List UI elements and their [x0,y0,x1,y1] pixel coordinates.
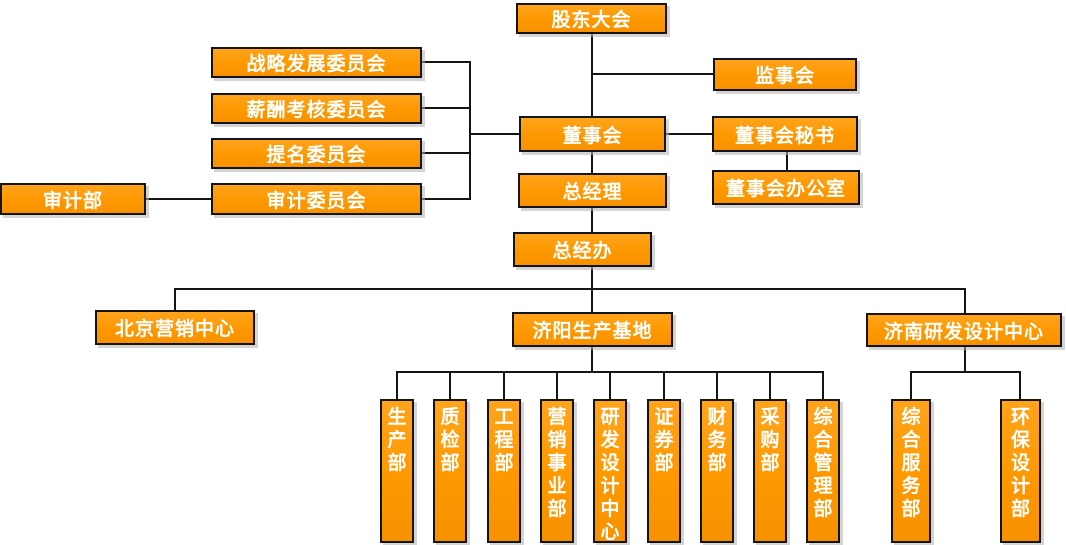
node-rd-design-center-dept: 研发设计中心 [593,399,627,543]
connector-drop-rd-design [609,372,611,399]
connector-auditdept-auditcommittee [146,198,211,200]
node-quality-dept: 质检部 [433,399,467,543]
node-jiyang-production-base: 济阳生产基地 [512,312,673,347]
connector-drop-jiyang [591,289,593,312]
node-engineering-dept: 工程部 [487,399,521,543]
connector-drop-beijing [174,289,176,310]
node-nomination-committee: 提名委员会 [211,138,422,169]
connector-drop-env-design [1019,372,1021,399]
connector-jinan-children-bus [910,371,1021,373]
node-gm-office: 总经办 [513,232,652,267]
connector-drop-jinan [964,289,966,313]
connector-jiyang-children-bus [396,371,824,373]
node-marketing-division: 营销事业部 [540,399,574,543]
connector-drop-production [396,372,398,399]
connector-spine-supervisory [592,73,713,75]
connector-drop-quality [449,372,451,399]
connector-drop-securities [663,372,665,399]
node-jinan-rd-design-center: 济南研发设计中心 [866,313,1062,347]
node-general-service-dept: 综合服务部 [891,399,931,543]
connector-drop-marketing-division [556,372,558,399]
node-audit-dept: 审计部 [0,183,146,215]
connector-jiyang-childline [591,347,593,372]
node-board-secretary: 董事会秘书 [712,116,858,152]
connector-strategy-bus [422,61,469,63]
connector-board-secretary [666,133,712,135]
node-general-manager: 总经理 [518,173,667,208]
connector-drop-finance [716,372,718,399]
node-audit-committee: 审计委员会 [211,183,422,215]
connector-drop-general-mgmt [822,372,824,399]
node-board-office: 董事会办公室 [712,170,860,205]
node-securities-dept: 证券部 [647,399,681,543]
node-finance-dept: 财务部 [700,399,734,543]
node-general-mgmt-dept: 综合管理部 [806,399,840,543]
node-shareholders-meeting: 股东大会 [516,3,667,34]
connector-gm-gmoffice [591,208,593,232]
node-procurement-dept: 采购部 [753,399,787,543]
connector-drop-engineering [503,372,505,399]
node-beijing-marketing-center: 北京营销中心 [95,310,255,345]
connector-shareholders-board [591,34,593,116]
node-remuneration-committee: 薪酬考核委员会 [211,93,422,124]
connector-secretary-boardoffice [786,152,788,170]
connector-bus-board [471,133,519,135]
node-env-design-dept: 环保设计部 [1000,399,1041,543]
node-production-dept: 生产部 [380,399,414,543]
connector-board-gm [591,152,593,173]
connector-gmoffice-branchline [591,267,593,289]
connector-nomination-bus [422,152,469,154]
connector-drop-general-service [910,372,912,399]
connector-committees-bus [469,61,471,200]
node-board-of-directors: 董事会 [519,116,666,152]
connector-drop-procurement [769,372,771,399]
connector-branch-bus [174,288,966,290]
connector-auditcommittee-bus [422,198,469,200]
node-strategy-committee: 战略发展委员会 [211,47,422,78]
connector-jinan-childline [964,347,966,372]
connector-remuneration-bus [422,107,469,109]
node-supervisory-board: 监事会 [713,58,857,91]
